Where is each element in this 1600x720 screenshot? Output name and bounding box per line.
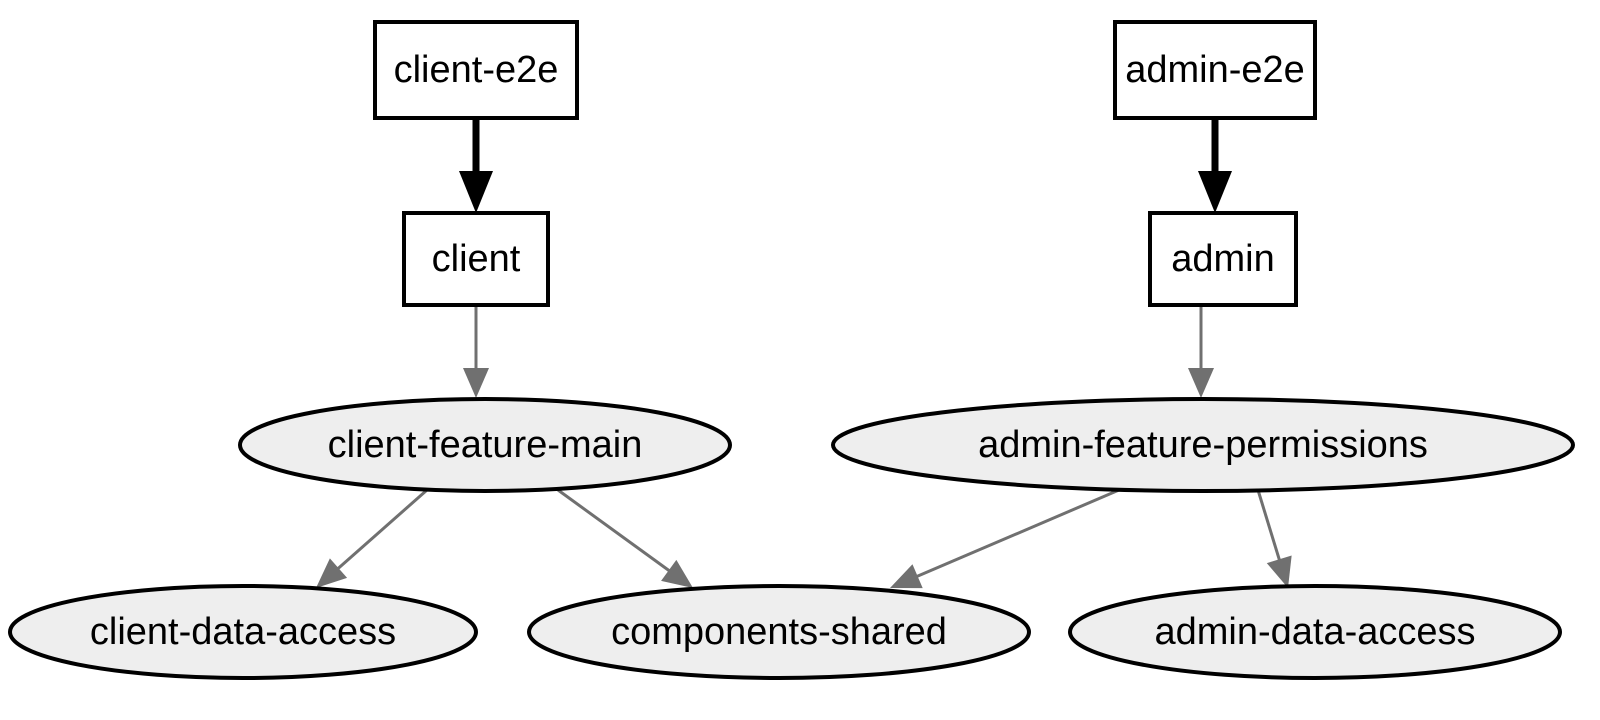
node-admin[interactable]: admin: [1148, 211, 1298, 307]
arrowhead-icon: [1198, 171, 1232, 213]
node-ellipse-shape[interactable]: [8, 584, 478, 680]
arrowhead-icon: [316, 558, 348, 588]
node-admin-data-access[interactable]: admin-data-access: [1068, 584, 1562, 680]
edge-line: [911, 488, 1120, 580]
edge-admin-e2e-to-admin: [1198, 119, 1232, 213]
node-box-shape[interactable]: [1113, 20, 1317, 120]
node-ellipse-shape[interactable]: [1068, 584, 1562, 680]
node-label: admin-e2e: [1125, 49, 1305, 91]
node-label: admin: [1171, 238, 1275, 280]
node-label: client-feature-main: [328, 424, 643, 466]
node-box-shape[interactable]: [402, 211, 550, 307]
arrowhead-icon: [661, 559, 693, 588]
edge-line: [557, 488, 675, 576]
node-ellipse-shape[interactable]: [527, 584, 1031, 680]
edge-client-to-client-feature-main: [463, 305, 489, 398]
node-label: admin-feature-permissions: [978, 424, 1428, 466]
node-label: client-data-access: [90, 611, 396, 653]
arrowhead-icon: [890, 564, 923, 589]
edge-line: [1256, 489, 1283, 566]
edges-layer: [316, 119, 1292, 589]
edge-client-e2e-to-client: [459, 119, 493, 213]
node-client-data-access[interactable]: client-data-access: [8, 584, 478, 680]
edge-client-feature-main-to-client-data-access: [316, 488, 428, 588]
arrowhead-icon: [1188, 368, 1214, 398]
node-box-shape[interactable]: [1148, 211, 1298, 307]
node-label: client-e2e: [394, 49, 559, 91]
edge-line: [332, 488, 428, 574]
arrowhead-icon: [459, 171, 493, 213]
edge-admin-feature-permissions-to-admin-data-access: [1256, 489, 1292, 588]
node-admin-feature-permissions[interactable]: admin-feature-permissions: [831, 397, 1575, 493]
edge-client-feature-main-to-components-shared: [557, 488, 693, 588]
node-box-shape[interactable]: [373, 20, 579, 120]
node-ellipse-shape[interactable]: [238, 397, 732, 493]
edge-admin-feature-permissions-to-components-shared: [890, 488, 1120, 589]
nodes-layer: client-e2e admin-e2e client admin client-fea…: [8, 20, 1575, 680]
node-components-shared[interactable]: components-shared: [527, 584, 1031, 680]
node-client-e2e[interactable]: client-e2e: [373, 20, 579, 120]
node-ellipse-shape[interactable]: [831, 397, 1575, 493]
node-client-feature-main[interactable]: client-feature-main: [238, 397, 732, 493]
node-client[interactable]: client: [402, 211, 550, 307]
node-admin-e2e[interactable]: admin-e2e: [1113, 20, 1317, 120]
node-label: components-shared: [611, 611, 947, 653]
arrowhead-icon: [463, 368, 489, 398]
edge-admin-to-admin-feature-permissions: [1188, 305, 1214, 398]
arrowhead-icon: [1266, 555, 1292, 588]
node-label: client: [432, 238, 521, 280]
node-label: admin-data-access: [1154, 611, 1475, 653]
